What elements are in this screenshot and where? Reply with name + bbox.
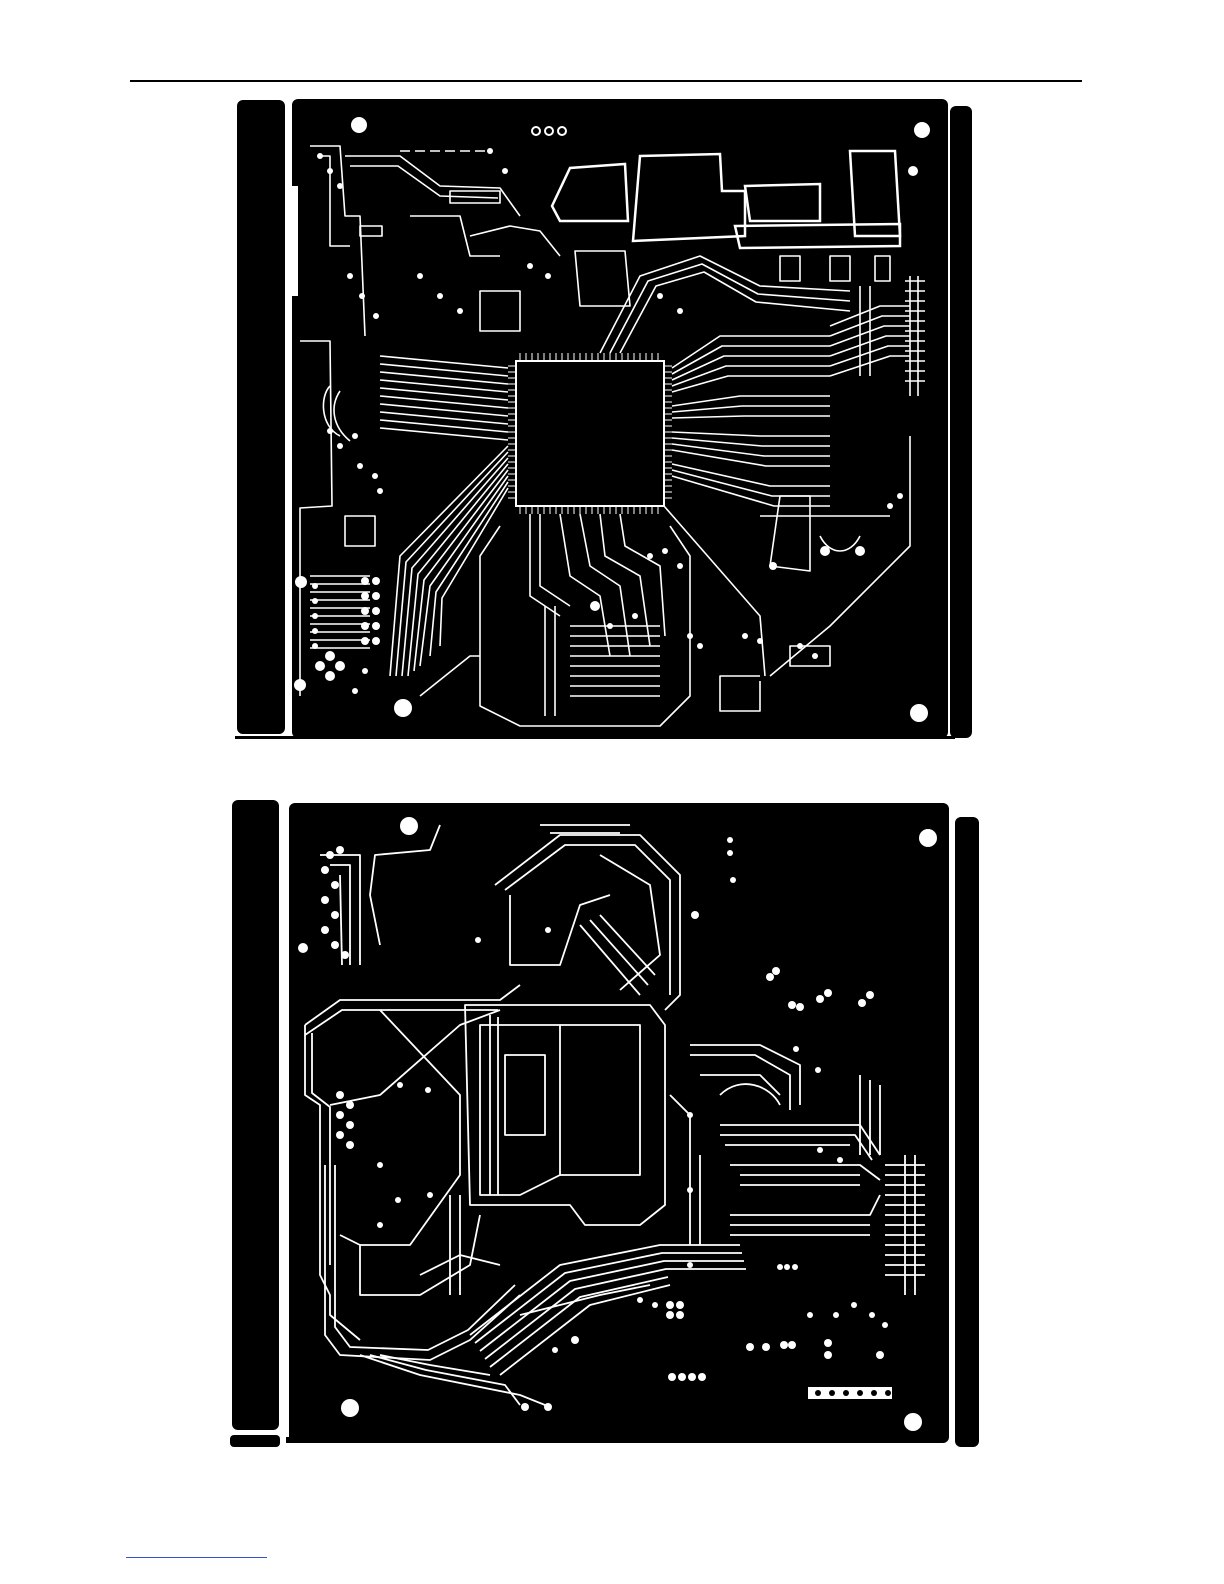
right-edge-strip xyxy=(955,817,979,1447)
left-board-gap xyxy=(282,815,286,1425)
top-board-bottom-edge xyxy=(235,736,955,739)
left-edge-strip xyxy=(237,100,285,734)
bottom-edge-band xyxy=(286,1437,686,1443)
main-ic-package xyxy=(516,361,664,506)
edge-connector-gap xyxy=(286,186,298,296)
pcb-bottom-layer-figure xyxy=(0,795,1224,1455)
pcb-top-layer-figure xyxy=(0,96,1224,744)
header-rule xyxy=(130,80,1082,82)
pcb-top-layer xyxy=(0,96,1224,744)
right-edge-strip xyxy=(950,106,972,738)
bottom-header-pads xyxy=(808,1387,892,1399)
left-bottom-tab xyxy=(230,1435,280,1447)
left-edge-strip xyxy=(232,800,279,1430)
board-body xyxy=(289,803,949,1443)
footer-link-rule xyxy=(126,1557,267,1558)
pcb-bottom-layer xyxy=(0,795,1224,1455)
